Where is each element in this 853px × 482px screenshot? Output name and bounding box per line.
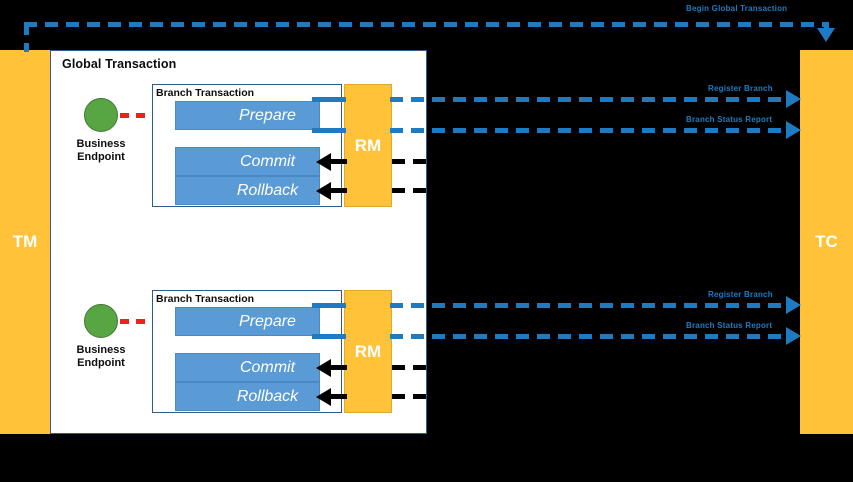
operation-block-rollback-2[interactable]: Rollback	[175, 382, 320, 411]
green-circle-icon-2	[84, 304, 118, 338]
invoke-arrow-line-2	[120, 319, 158, 324]
label-branch-status-report-1: Branch Status Report	[686, 115, 773, 124]
global-transaction-title: Global Transaction	[62, 57, 177, 71]
commit-command-line-1	[331, 159, 347, 164]
rollback-command-arrowhead-1	[316, 182, 331, 200]
register-branch-line-1	[390, 97, 788, 102]
invoke-arrow-line-1	[120, 113, 158, 118]
resource-manager-label-2: RM	[354, 341, 382, 361]
actor-label-tm: TM	[12, 232, 38, 251]
operation-block-prepare-1[interactable]: Prepare	[175, 101, 320, 130]
operation-label-commit-2: Commit	[239, 358, 296, 376]
branch-status-report-line-1	[390, 128, 788, 133]
actor-bar-tm: TM	[0, 50, 50, 434]
resource-manager-label-1: RM	[354, 135, 382, 155]
branch-status-report-line-2	[390, 334, 788, 339]
rollback-command-arrowhead-2	[316, 388, 331, 406]
register-branch-line-2	[390, 303, 788, 308]
rollback-command-line-1	[331, 188, 347, 193]
begin-global-transaction-arrowhead	[817, 28, 835, 42]
rollback-command-line-2	[331, 394, 347, 399]
operation-block-commit-1[interactable]: Commit	[175, 147, 320, 176]
label-register-branch-1: Register Branch	[708, 84, 773, 93]
label-begin-global-transaction: Begin Global Transaction	[686, 4, 788, 13]
prepare-rm-connector-top-1	[312, 97, 346, 102]
operation-block-rollback-1[interactable]: Rollback	[175, 176, 320, 205]
actor-bar-tc: TC	[800, 50, 853, 434]
label-register-branch-2: Register Branch	[708, 290, 773, 299]
operation-label-commit-1: Commit	[239, 152, 296, 170]
commit-command-arrowhead-1	[316, 153, 331, 171]
resource-manager-block-2[interactable]: RM	[344, 290, 392, 413]
operation-block-commit-2[interactable]: Commit	[175, 353, 320, 382]
prepare-rm-connector-bottom-2	[312, 334, 346, 339]
branch-status-report-arrowhead-2	[786, 327, 801, 345]
resource-manager-block-1[interactable]: RM	[344, 84, 392, 207]
register-branch-arrowhead-1	[786, 90, 801, 108]
branch-status-report-arrowhead-1	[786, 121, 801, 139]
actor-label-tc: TC	[815, 232, 838, 251]
branch-transaction-title-1: Branch Transaction	[156, 87, 255, 99]
green-circle-icon	[84, 98, 118, 132]
begin-global-transaction-riser	[24, 22, 29, 52]
rollback-inbound-line-2	[392, 394, 432, 399]
business-endpoint-label-1: Business Endpoint	[56, 138, 146, 164]
commit-inbound-line-1	[392, 159, 432, 164]
commit-command-arrowhead-2	[316, 359, 331, 377]
begin-global-transaction-drop	[824, 22, 829, 34]
business-endpoint-label-2: Business Endpoint	[56, 344, 146, 370]
business-endpoint-label-2-line1: Business	[76, 344, 126, 356]
commit-command-line-2	[331, 365, 347, 370]
operation-label-prepare-2: Prepare	[239, 312, 296, 330]
prepare-rm-connector-top-2	[312, 303, 346, 308]
commit-inbound-line-2	[392, 365, 432, 370]
branch-transaction-title-2: Branch Transaction	[156, 293, 255, 305]
register-branch-arrowhead-2	[786, 296, 801, 314]
business-endpoint-label-1-line1: Business	[76, 138, 126, 150]
prepare-rm-connector-bottom-1	[312, 128, 346, 133]
rollback-inbound-line-1	[392, 188, 432, 193]
operation-label-rollback-1: Rollback	[236, 181, 299, 199]
operation-label-prepare-1: Prepare	[239, 106, 296, 124]
business-endpoint-label-2-line2: Endpoint	[77, 357, 125, 369]
business-endpoint-label-1-line2: Endpoint	[77, 151, 125, 163]
label-branch-status-report-2: Branch Status Report	[686, 321, 773, 330]
operation-block-prepare-2[interactable]: Prepare	[175, 307, 320, 336]
begin-global-transaction-line	[24, 22, 826, 27]
operation-label-rollback-2: Rollback	[236, 387, 299, 405]
